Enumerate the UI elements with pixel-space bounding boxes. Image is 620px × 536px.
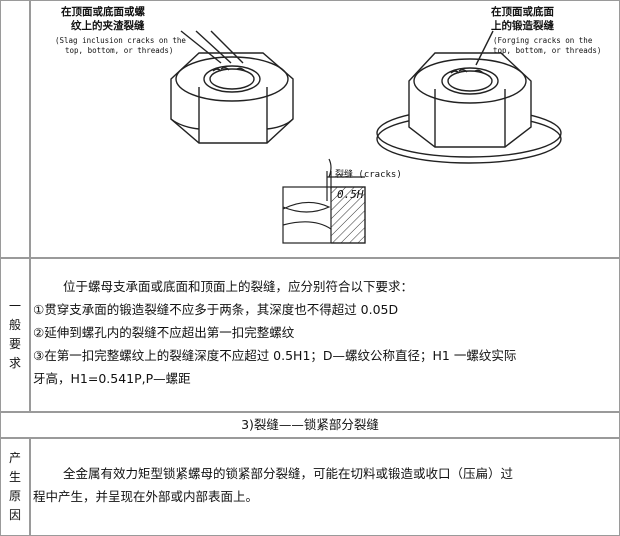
- right-label-en-1: (Forging cracks on the: [493, 36, 593, 45]
- cause-cell: 全金属有效力矩型锁紧螺母的锁紧部分裂缝，可能在切料或锻造或收口（压扁）过 程中产…: [30, 438, 620, 536]
- cause-side-label: 产 生 原 因: [0, 438, 30, 536]
- figure-cell: 在顶面或底面或螺 纹上的夹渣裂缝 (Slag inclusion cracks …: [30, 0, 620, 258]
- general-requirements-cell: 位于螺母支承面或底面和顶面上的裂缝，应分别符合以下要求： ①贯穿支承面的锻造裂缝…: [30, 258, 620, 412]
- left-label-cn-1: 在顶面或底面或螺: [61, 5, 145, 18]
- right-label-cn-1: 在顶面或底面: [491, 5, 554, 18]
- flange-nut-figure: [376, 30, 562, 164]
- dimension-label: 0.5H: [337, 188, 364, 201]
- figure-label-cell: [0, 0, 30, 258]
- requirement-item-2: ②延伸到螺孔内的裂缝不应超出第一扣完整螺纹: [33, 325, 295, 340]
- right-label-en-2: top, bottom, or threads): [493, 46, 601, 55]
- requirement-item-3-line-1: ③在第一扣完整螺纹上的裂缝深度不应超过 0.5H1；D—螺纹公称直径；H1 一螺…: [33, 348, 517, 363]
- section-detail: [282, 158, 366, 244]
- left-label-en-1: (Slag inclusion cracks on the: [55, 36, 186, 45]
- right-label-cn-2: 上的锻造裂缝: [491, 19, 554, 32]
- section-title: 3)裂缝——锁紧部分裂缝: [241, 417, 379, 432]
- cause-line-1: 全金属有效力矩型锁紧螺母的锁紧部分裂缝，可能在切料或锻造或收口（压扁）过: [63, 466, 514, 481]
- left-label-en-2: top, bottom, or threads): [65, 46, 173, 55]
- section-title-cell: 3)裂缝——锁紧部分裂缝: [0, 412, 620, 438]
- cause-line-2: 程中产生，并呈现在外部或内部表面上。: [33, 489, 259, 504]
- crack-label: 裂缝 (cracks): [335, 168, 402, 180]
- hex-nut-figure: [170, 30, 294, 144]
- left-label-cn-2: 纹上的夹渣裂缝: [71, 19, 145, 32]
- general-side-label: 一 般 要 求: [0, 258, 30, 412]
- nut-crack-diagram: 在顶面或底面或螺 纹上的夹渣裂缝 (Slag inclusion cracks …: [55, 5, 601, 244]
- requirement-item-1: ①贯穿支承面的锻造裂缝不应多于两条，其深度也不得超过 0.05D: [33, 302, 399, 317]
- general-intro: 位于螺母支承面或底面和顶面上的裂缝，应分别符合以下要求：: [63, 279, 414, 294]
- requirement-item-3-line-2: 牙高，H1=0.541P,P—螺距: [33, 371, 191, 386]
